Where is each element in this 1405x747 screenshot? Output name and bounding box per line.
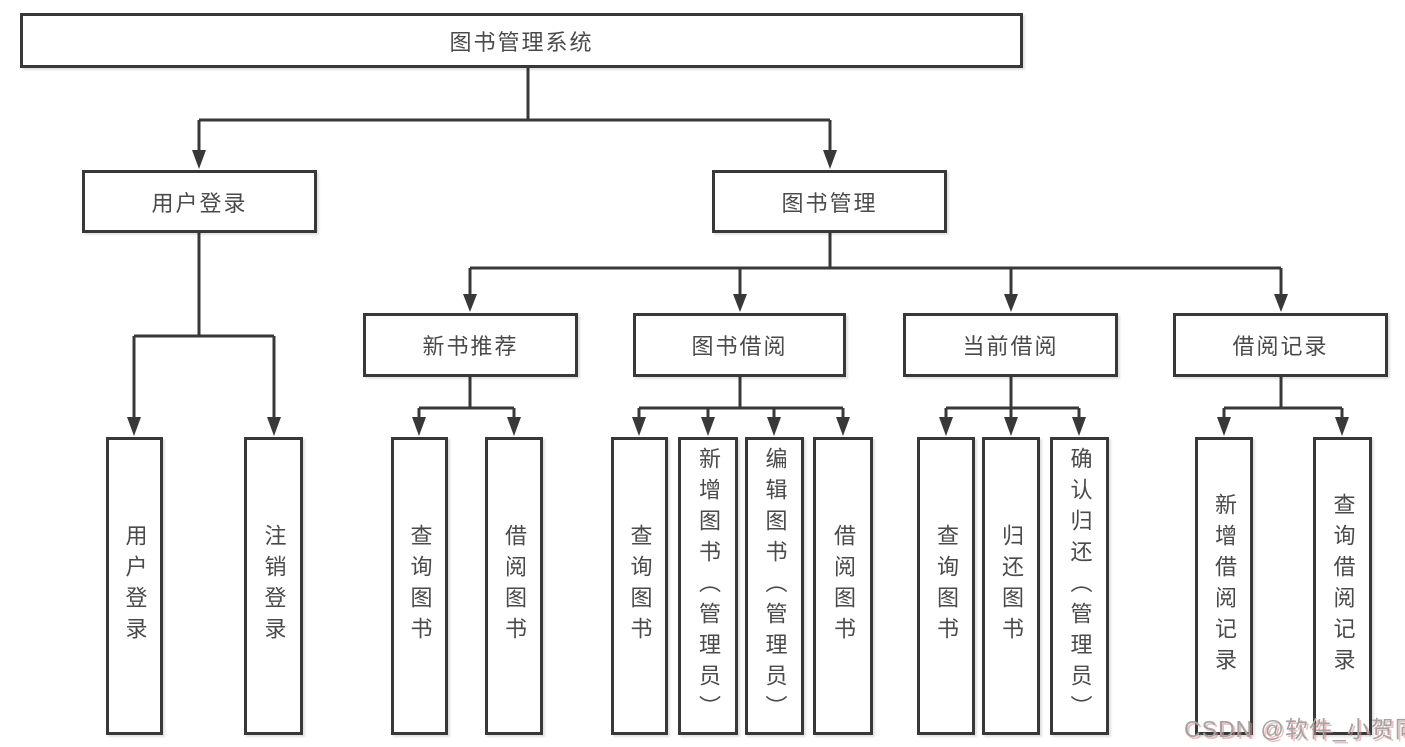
csdn-watermark: CSDN @软件_小贺同学: [1184, 716, 1405, 742]
node-library-management-system: 图书管理系统: [20, 13, 1023, 68]
node-label: 当前借阅: [962, 334, 1059, 359]
leaf-user-login: 用户登录: [106, 437, 163, 735]
leaf-logout-login: 注销登录: [244, 437, 303, 735]
leaf-cb-query-books: 查询图书: [917, 437, 975, 735]
edge-borrow-record-children: [1217, 377, 1349, 436]
leaf-nb-borrow-books: 借阅图书: [485, 437, 543, 735]
edge-new-book-children: [412, 377, 521, 436]
leaf-cb-return-books: 归还图书: [982, 437, 1040, 735]
node-label: 用户登录: [151, 190, 248, 216]
leaf-bb-query-books: 查询图书: [611, 437, 668, 735]
node-label: 查询借阅记录: [1330, 493, 1356, 679]
leaf-bb-add-books-admin: 新增图书（管理员）: [678, 437, 738, 735]
edge-user-login-children: [127, 233, 281, 436]
node-label: 新书推荐: [422, 334, 519, 359]
node-user-login: 用户登录: [82, 170, 317, 233]
node-label: 查询图书: [934, 524, 959, 648]
node-label: 借阅图书: [831, 524, 856, 648]
node-label: 图书借阅: [691, 334, 788, 359]
node-label: 图书管理: [781, 190, 878, 216]
node-label: 归还图书: [999, 524, 1024, 648]
node-book-management: 图书管理: [712, 170, 947, 233]
edge-current-borrow-children: [939, 377, 1086, 436]
edge-root-to-level2: [192, 68, 837, 169]
node-current-borrowing: 当前借阅: [903, 313, 1118, 377]
node-label: 图书管理系统: [449, 29, 594, 55]
node-label: 查询图书: [627, 524, 653, 648]
leaf-cb-confirm-return-admin: 确认归还（管理员）: [1050, 437, 1109, 735]
leaf-nb-query-books: 查询图书: [391, 437, 448, 735]
leaf-bb-borrow-books: 借阅图书: [813, 437, 873, 735]
node-book-borrowing: 图书借阅: [633, 313, 846, 377]
leaf-br-add-record: 新增借阅记录: [1195, 437, 1253, 735]
node-label: 借阅图书: [502, 524, 527, 648]
node-label: 编辑图书（管理员）: [762, 446, 788, 726]
node-label: 用户登录: [122, 524, 148, 648]
node-label: 注销登录: [261, 524, 287, 648]
node-label: 确认归还（管理员）: [1067, 446, 1093, 726]
node-label: 新增图书（管理员）: [696, 446, 721, 726]
edge-book-mgmt-children: [463, 233, 1288, 312]
node-label: 借阅记录: [1232, 334, 1329, 359]
leaf-bb-edit-books-admin: 编辑图书（管理员）: [745, 437, 804, 735]
edge-book-borrow-children: [632, 377, 850, 436]
leaf-br-query-record: 查询借阅记录: [1313, 437, 1372, 735]
node-borrow-records: 借阅记录: [1173, 313, 1388, 377]
node-label: 查询图书: [407, 524, 433, 648]
node-label: 新增借阅记录: [1212, 493, 1237, 679]
node-new-book-recommend: 新书推荐: [363, 313, 578, 377]
